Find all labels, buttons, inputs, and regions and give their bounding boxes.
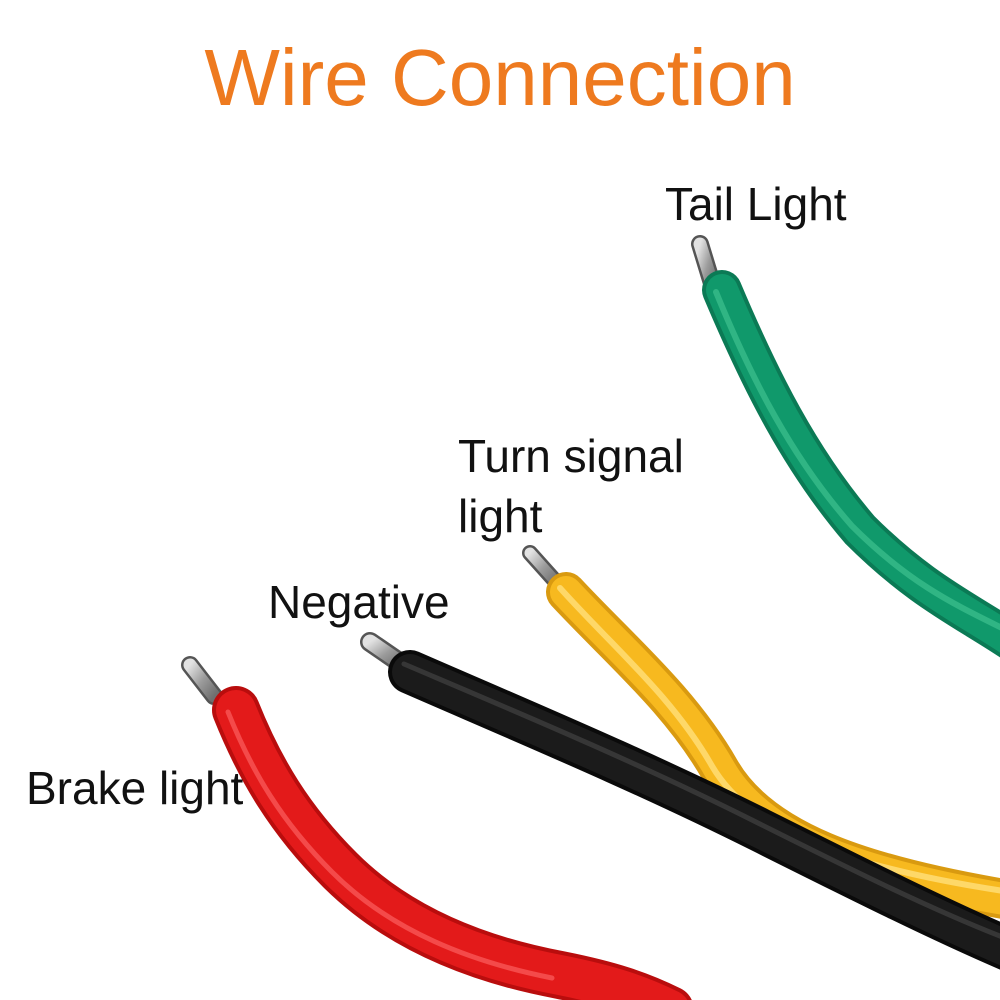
tail-light-wire [691,235,1000,658]
tail-light-label: Tail Light [665,178,847,230]
brake-light-wire [181,656,692,1000]
brake-light-label: Brake light [26,762,244,814]
tail-light-insulation [702,270,1000,658]
page-title: Wire Connection [204,33,796,122]
negative-wire [360,632,1000,970]
turn-signal-label-line-1: Turn signal [458,430,684,482]
turn-signal-label-line-2: light [458,490,543,542]
negative-label: Negative [268,576,450,628]
